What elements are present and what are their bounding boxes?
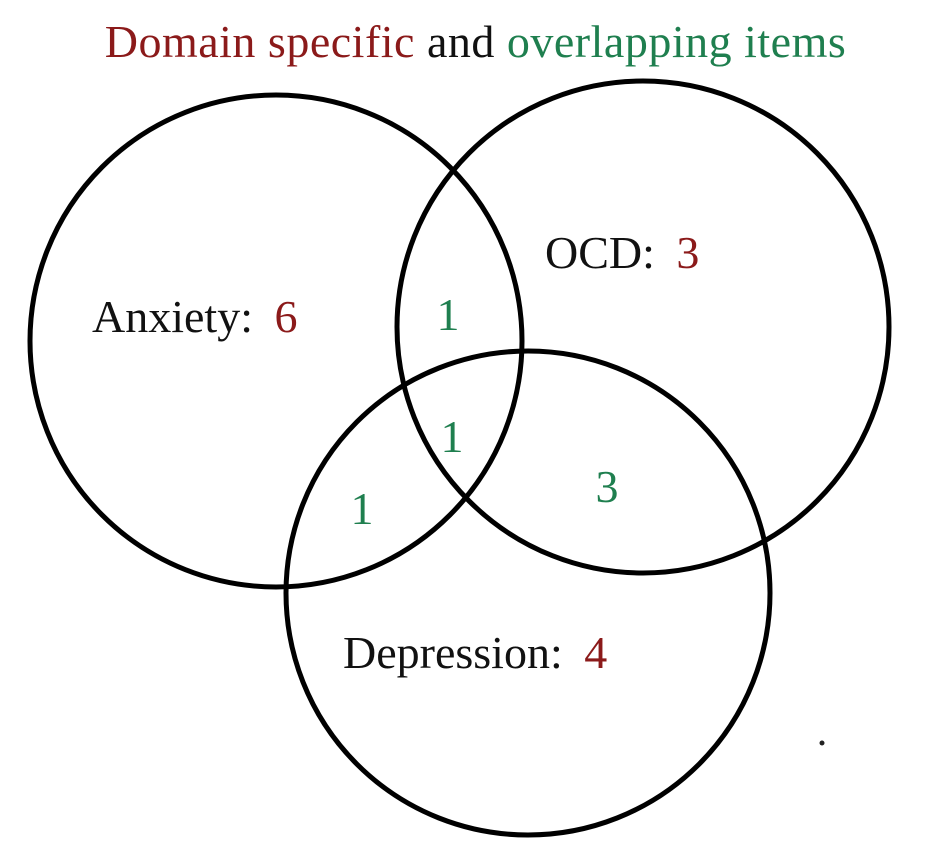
overlap-anxiety-ocd: 1 [437, 289, 460, 340]
overlap-ocd-depression: 3 [596, 461, 619, 512]
depression-name: Depression: [343, 627, 563, 678]
stray-dot [819, 740, 825, 746]
depression-label: Depression: 4 [343, 627, 607, 678]
ocd-label: OCD: 3 [545, 227, 699, 278]
diagram-title: Domain specific and overlapping items [0, 14, 951, 70]
depression-circle [283, 348, 773, 838]
anxiety-name: Anxiety: [92, 291, 253, 342]
title-and: and [426, 16, 495, 67]
ocd-name: OCD: [545, 227, 655, 278]
ocd-circle [394, 78, 892, 576]
depression-count: 4 [584, 627, 607, 678]
anxiety-count: 6 [274, 291, 297, 342]
title-overlapping-items: overlapping items [506, 16, 847, 67]
anxiety-circle [27, 92, 525, 590]
title-domain-specific: Domain specific [104, 16, 415, 67]
overlap-anxiety-depression: 1 [351, 483, 374, 534]
ocd-count: 3 [676, 227, 699, 278]
anxiety-label: Anxiety: 6 [92, 291, 297, 342]
overlap-all-three: 1 [441, 411, 464, 462]
